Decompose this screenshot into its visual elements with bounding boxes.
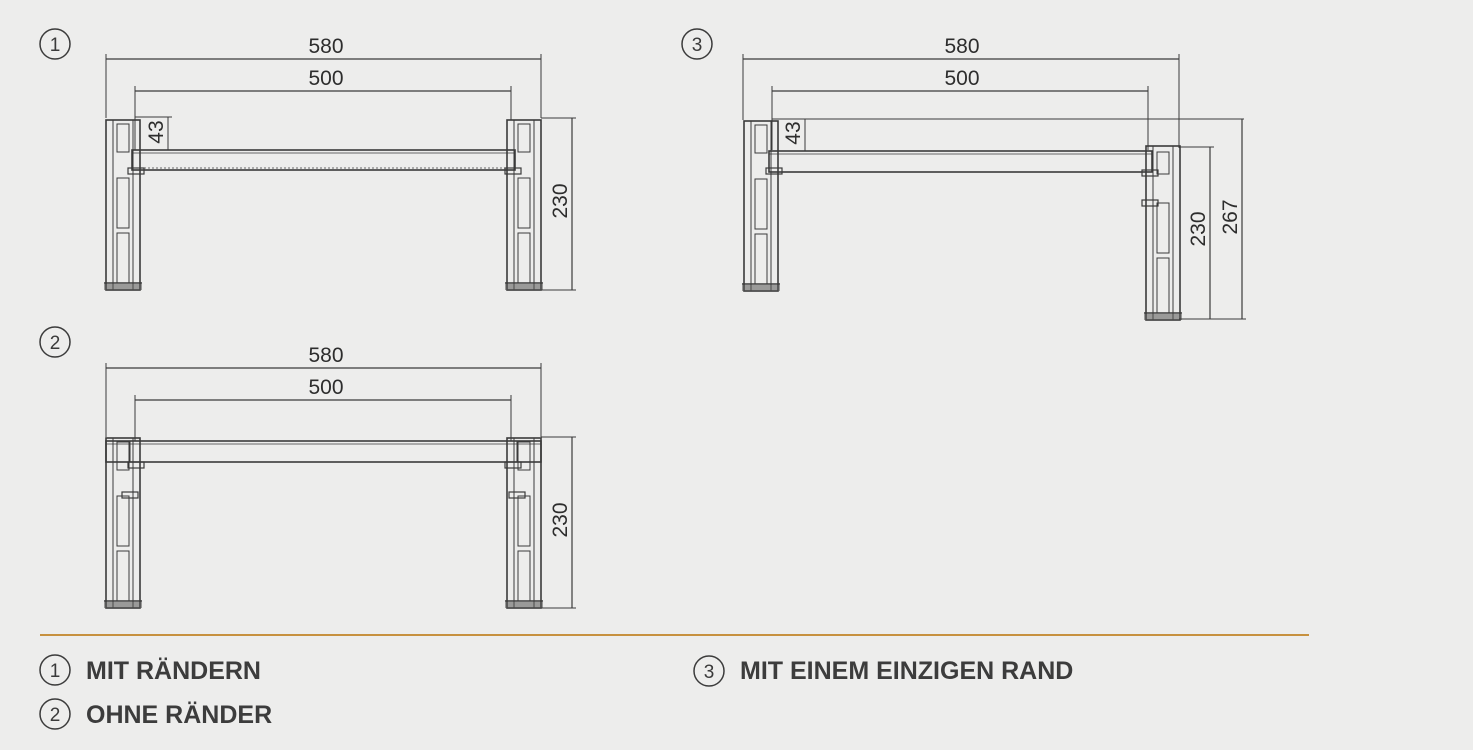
dim-total-height: 230 <box>549 183 572 218</box>
right-post <box>504 437 544 609</box>
legend-item-1: 1 MIT RÄNDERN <box>39 654 261 686</box>
diagram-2-marker <box>39 326 71 358</box>
dim-max-height: 267 <box>1219 199 1242 234</box>
legend-marker-2 <box>39 698 71 730</box>
legend-marker-1 <box>39 654 71 686</box>
dim-inner-width: 500 <box>308 376 343 399</box>
dim-total-height: 230 <box>1187 211 1210 246</box>
diagram-2: 2 580 500 230 <box>39 326 576 609</box>
diagram-1: 1 580 500 43 230 <box>39 28 576 291</box>
left-post <box>103 437 143 609</box>
legend: 1 MIT RÄNDERN 2 OHNE RÄNDER 3 MIT EINEM … <box>39 654 1073 730</box>
dim-rim-height: 43 <box>145 120 168 143</box>
dim-inner-width: 500 <box>308 67 343 90</box>
diagram-3: 3 580 500 43 <box>681 28 1246 321</box>
legend-label-1: MIT RÄNDERN <box>86 657 261 685</box>
right-post <box>504 119 544 291</box>
legend-marker-2-label: 2 <box>50 705 61 726</box>
shelf-plate <box>768 150 1153 173</box>
dim-total-height: 230 <box>549 502 572 537</box>
shelf-plate <box>105 440 542 463</box>
legend-marker-3 <box>693 655 725 687</box>
dim-overall-width: 580 <box>308 35 343 58</box>
left-post <box>741 120 781 292</box>
dim-inner-width: 500 <box>944 67 979 90</box>
dim-rim-height: 43 <box>782 121 805 144</box>
dim-overall-width: 580 <box>308 344 343 367</box>
legend-marker-1-label: 1 <box>50 661 61 682</box>
diagram-1-marker <box>39 28 71 60</box>
left-post <box>103 119 143 291</box>
legend-marker-3-label: 3 <box>704 662 715 683</box>
legend-item-3: 3 MIT EINEM EINZIGEN RAND <box>693 655 1073 687</box>
diagram-2-marker-label: 2 <box>50 333 61 354</box>
shelf-plate <box>131 149 516 171</box>
diagram-1-marker-label: 1 <box>50 35 61 56</box>
dim-overall-width: 580 <box>944 35 979 58</box>
right-post-short <box>1144 145 1182 321</box>
diagram-3-marker-label: 3 <box>692 35 703 56</box>
legend-label-3: MIT EINEM EINZIGEN RAND <box>740 657 1073 685</box>
diagram-3-marker <box>681 28 713 60</box>
legend-label-2: OHNE RÄNDER <box>86 701 272 729</box>
legend-item-2: 2 OHNE RÄNDER <box>39 698 272 730</box>
